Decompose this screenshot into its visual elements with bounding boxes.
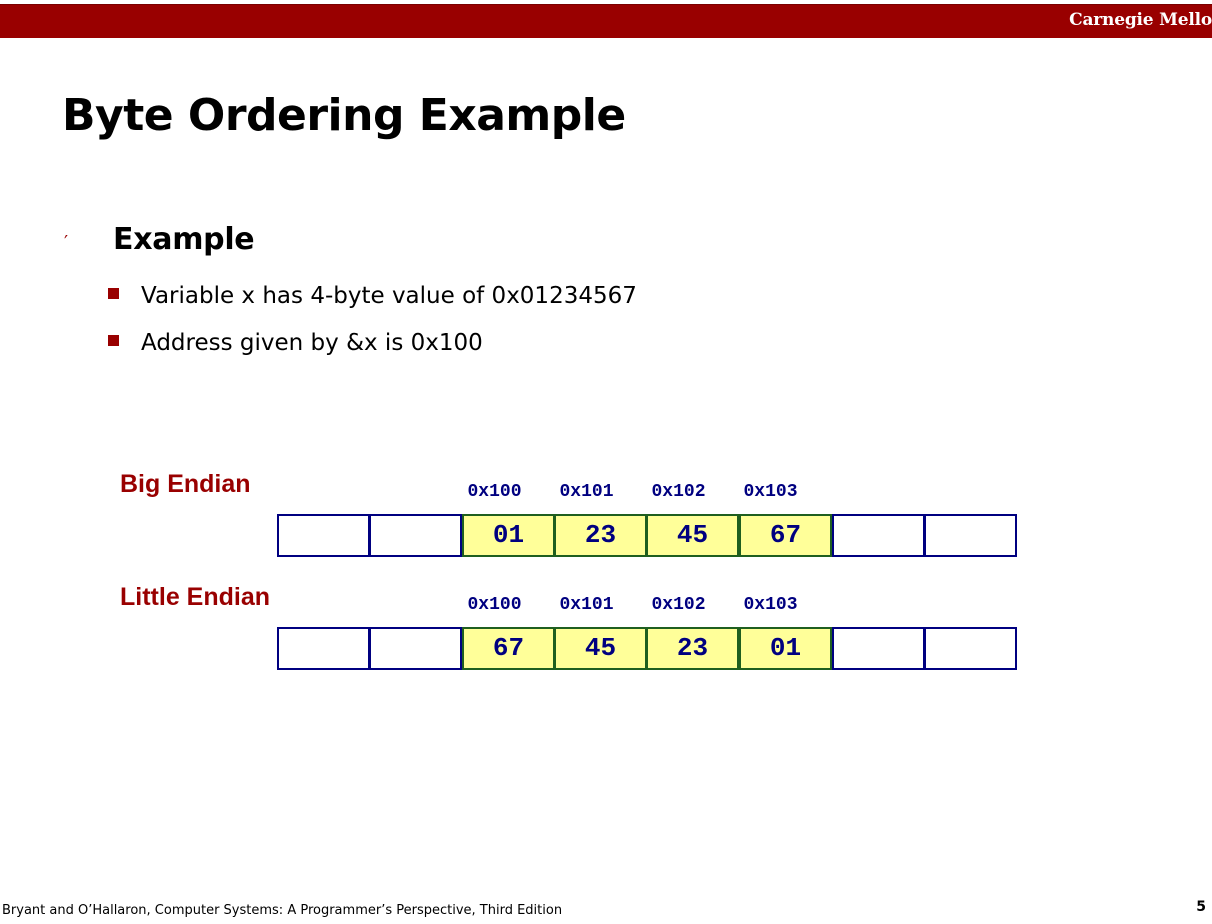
address-label: 0x102 <box>651 595 706 615</box>
footer-citation: Bryant and O’Hallaron, Computer Systems:… <box>2 903 563 918</box>
page-number: 5 <box>1196 899 1206 915</box>
memory-cell-empty <box>832 627 925 670</box>
address-label: 0x100 <box>467 595 522 615</box>
sub-bullet-item: Address given by &x is 0x100 <box>108 330 483 356</box>
memory-cell-empty <box>277 627 370 670</box>
slide-title: Byte Ordering Example <box>62 90 626 141</box>
memory-cell-byte: 45 <box>554 627 647 670</box>
memory-cell-byte: 67 <box>462 627 555 670</box>
memory-cell-empty <box>924 627 1017 670</box>
memory-cell-byte: 23 <box>646 627 739 670</box>
address-label: 0x103 <box>743 482 798 502</box>
square-bullet-icon <box>108 288 119 299</box>
bullet-heading: Example <box>113 222 255 257</box>
address-label: 0x103 <box>743 595 798 615</box>
address-label: 0x102 <box>651 482 706 502</box>
address-label: 0x101 <box>559 482 614 502</box>
address-label: 0x100 <box>467 482 522 502</box>
little-endian-label: Little Endian <box>120 583 270 611</box>
memory-cell-byte: 01 <box>739 627 832 670</box>
sub-bullet-text: Address given by &x is 0x100 <box>141 330 483 356</box>
memory-cell-byte: 67 <box>739 514 832 557</box>
address-label: 0x101 <box>559 595 614 615</box>
memory-cell-empty <box>369 514 462 557</box>
bullet-marker-icon: ′ <box>64 232 69 253</box>
sub-bullet-item: Variable x has 4-byte value of 0x0123456… <box>108 283 637 309</box>
memory-cell-byte: 45 <box>646 514 739 557</box>
memory-cell-empty <box>277 514 370 557</box>
header-bar: Carnegie Mello <box>0 4 1212 38</box>
square-bullet-icon <box>108 335 119 346</box>
memory-cell-empty <box>832 514 925 557</box>
big-endian-memory-row: 01 23 45 67 <box>277 514 1019 557</box>
memory-cell-empty <box>369 627 462 670</box>
sub-bullet-text: Variable x has 4-byte value of 0x0123456… <box>141 283 637 309</box>
little-endian-memory-row: 67 45 23 01 <box>277 627 1019 670</box>
memory-cell-empty <box>924 514 1017 557</box>
memory-cell-byte: 01 <box>462 514 555 557</box>
memory-cell-byte: 23 <box>554 514 647 557</box>
big-endian-label: Big Endian <box>120 470 251 498</box>
institution-name: Carnegie Mello <box>1069 10 1212 30</box>
